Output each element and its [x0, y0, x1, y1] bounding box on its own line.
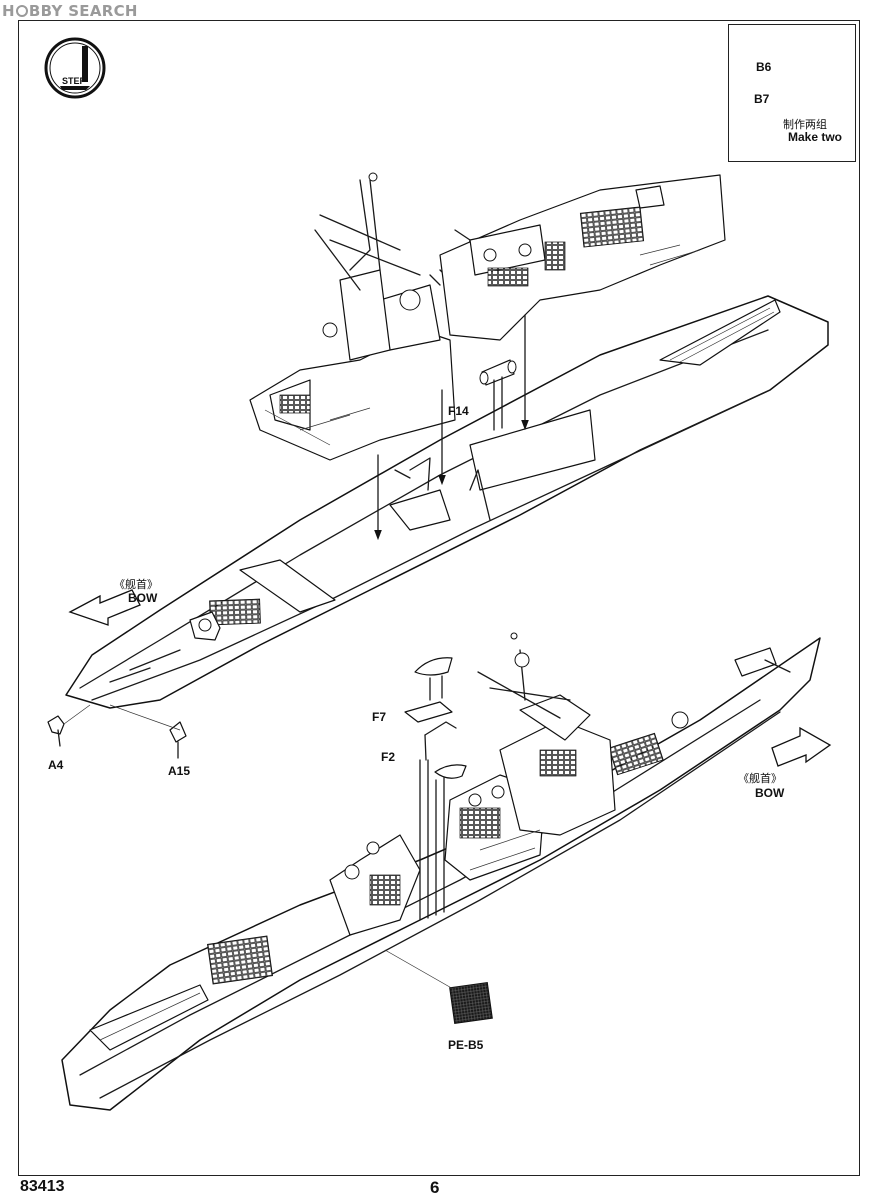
page-frame	[18, 20, 860, 1176]
upper-superstructure-aft	[439, 174, 726, 341]
bow-label-zh-upper: 《舰首》	[114, 578, 158, 591]
inset-label-b6: B6	[756, 60, 772, 74]
inset-note-en: Make two	[788, 130, 843, 144]
lower-hull	[61, 637, 821, 1111]
part-a4	[47, 715, 65, 747]
bow-arrow-upper	[68, 589, 141, 626]
step-label: STEP	[62, 76, 86, 86]
label-a4: A4	[48, 758, 64, 772]
inset-note-zh: 制作两组	[783, 118, 827, 131]
inset-label-b7: B7	[754, 92, 770, 106]
part-f7	[404, 657, 453, 723]
watermark-o-mark	[15, 5, 28, 17]
bow-label-en-lower: BOW	[755, 786, 785, 800]
upper-hull	[65, 295, 829, 709]
lower-superstructure	[329, 632, 616, 936]
part-a15	[169, 721, 187, 759]
bow-label-en-upper: BOW	[128, 591, 158, 605]
make-two-inset	[728, 24, 856, 162]
assembly-arrows-upper	[374, 314, 529, 541]
bow-label-zh-lower: 《舰首》	[738, 772, 782, 785]
label-f14: F14	[448, 404, 469, 418]
label-pe-b5: PE-B5	[448, 1038, 484, 1052]
attach-lines-bow	[63, 704, 181, 731]
upper-superstructure-forward	[249, 172, 471, 461]
part-pe-b5	[384, 949, 493, 1025]
page-number: 6	[430, 1178, 440, 1197]
label-f7: F7	[372, 710, 387, 724]
label-a15: A15	[168, 764, 191, 778]
bow-arrow-lower	[771, 726, 832, 767]
step-number: A	[74, 46, 75, 47]
part-f14	[479, 359, 517, 431]
part-f2	[419, 721, 467, 921]
step-badge	[44, 37, 106, 99]
label-f2: F2	[381, 750, 396, 764]
kit-number: 83413	[20, 1178, 65, 1195]
